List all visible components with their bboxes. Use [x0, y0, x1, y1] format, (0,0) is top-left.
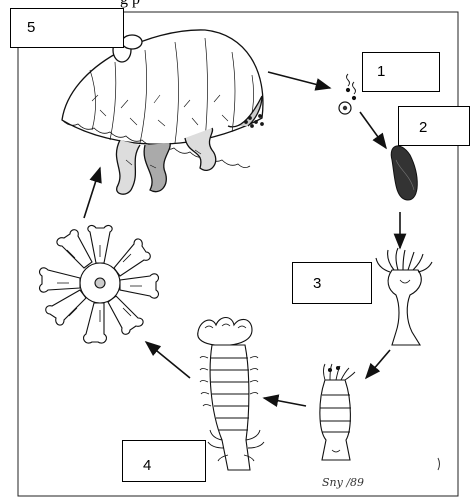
polyp	[376, 248, 432, 345]
strobila-early	[320, 364, 355, 460]
label-box-5: 5	[10, 8, 124, 48]
arrow-polyp-to-strobila-early	[366, 350, 390, 378]
adult-medusa	[62, 30, 263, 194]
label-1-text: 1	[377, 63, 385, 80]
label-box-1: 1	[362, 52, 440, 92]
label-5-text: 5	[27, 19, 35, 36]
eggs-and-sperm	[339, 74, 356, 114]
arrow-gametes-to-planula	[360, 112, 386, 148]
arrow-medusa-to-gametes	[268, 72, 330, 88]
label-3-text: 3	[313, 275, 321, 292]
label-4-text: 4	[143, 457, 151, 474]
label-box-2: 2	[398, 106, 470, 146]
arrow-strobila-to-ephyra	[146, 342, 190, 378]
label-2-text: 2	[419, 119, 427, 136]
artist-signature: Sny /89	[322, 476, 364, 489]
arrow-early-to-strobila	[264, 398, 306, 406]
strobila	[198, 318, 264, 471]
label-box-4: 4	[122, 440, 206, 482]
planula-larva	[391, 146, 417, 200]
arrow-ephyra-to-medusa	[84, 168, 100, 218]
ink-mark	[438, 458, 440, 470]
label-box-3: 3	[292, 262, 372, 304]
ephyra	[40, 225, 159, 343]
